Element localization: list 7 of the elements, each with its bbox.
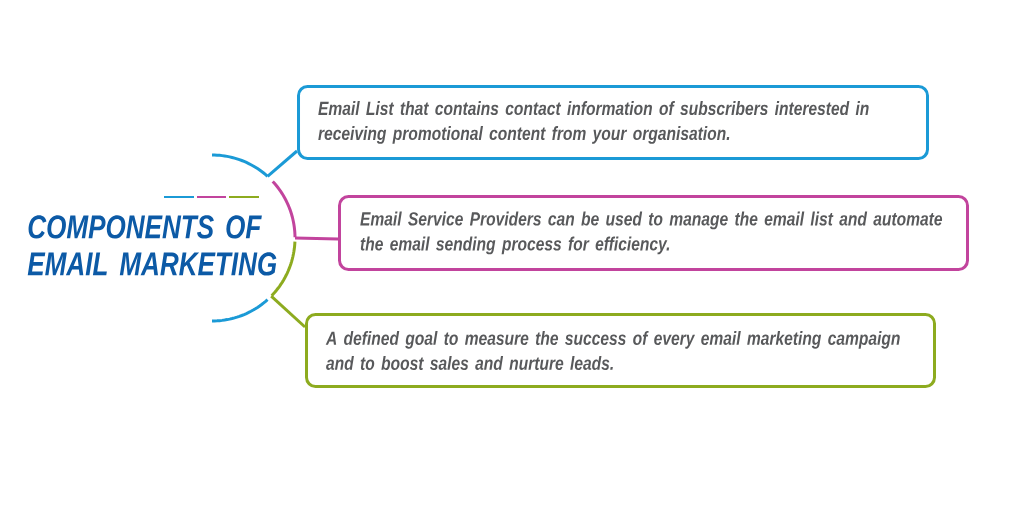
connector-line (294, 236, 339, 241)
text-box: Email List that contains contact information of subscribers interested in receiving promotional content from your organisation. (297, 85, 929, 160)
connector-line (266, 149, 298, 178)
text-box: A defined goal to measure the success of every email marketing campaign and to boost sales and nurture leads. (305, 313, 936, 388)
text-box: Email Service Providers can be used to manage the email list and automate the email sending process for efficiency. (338, 195, 969, 271)
connector-line (270, 295, 306, 329)
heading: COMPONENTS OF EMAIL MARKETING (27, 215, 277, 276)
